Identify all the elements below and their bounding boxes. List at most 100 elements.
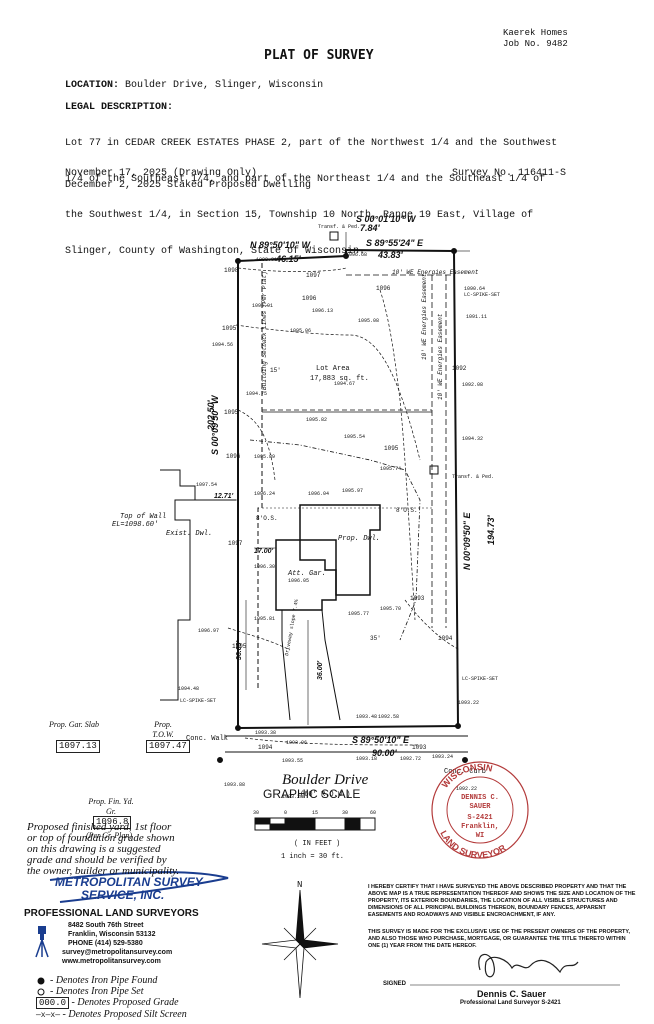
dist-bottom: 90.00' [372, 748, 398, 758]
top-of-wall-el: EL=1098.60' [112, 521, 158, 529]
legal-line: the Southwest 1/4, in Section 15, Townsh… [65, 210, 534, 221]
bearing-left: S 00°09'50" W [210, 394, 220, 455]
legend-text: - Denotes Iron Pipe Set [50, 986, 144, 997]
spot-elevation: 1095.77 [348, 611, 369, 617]
dist-top-left: 46.15' [275, 254, 302, 264]
dim-8os-right: 8'O.S. [396, 507, 418, 514]
dist-left: 202.50' [206, 399, 216, 431]
scale-ratio: 1 inch = 30 ft. [281, 853, 345, 861]
spot-elevation: 1094.48 [178, 686, 199, 692]
client-name: Kaerek Homes [503, 28, 568, 38]
iron-pipe-found [462, 757, 468, 763]
legal-line: Lot 77 in CEDAR CREEK ESTATES PHASE 2, p… [65, 138, 558, 149]
scale-unit: ( IN FEET ) [294, 840, 341, 848]
spot-elevation: 1095.70 [380, 606, 401, 612]
contour-label: 1095 [384, 445, 399, 452]
bearing-bottom: S 89°50'10" E [352, 735, 410, 745]
grade-note: Proposed finished yard, 1st floor or top… [27, 822, 179, 877]
location-value: Boulder Drive, Slinger, Wisconsin [125, 80, 324, 91]
dist-top-short: 7.84' [360, 223, 381, 233]
prop-fin-yd-value: 1096.8 [93, 816, 132, 829]
contour-label: 1095 [224, 409, 239, 416]
setback-lines [257, 263, 263, 690]
contour-label: 1093 [412, 744, 427, 751]
company-logo: METROPOLITAN SURVEY SERVICE, INC. [55, 876, 203, 902]
contour-label: 1097 [228, 540, 243, 547]
location-line: LOCATION: Boulder Drive, Slinger, Wiscon… [65, 80, 323, 92]
company-swoosh [49, 871, 229, 903]
spot-elevation: 1093.48 [356, 714, 377, 720]
exclusive-use-text: THIS SURVEY IS MADE FOR THE EXCLUSIVE US… [368, 929, 630, 949]
iron-pipe-found [235, 725, 241, 731]
contour-line [237, 409, 276, 481]
company-web: www.metropolitansurvey.com [62, 958, 161, 965]
date-drawing: November 17, 2025 (Drawing Only) [65, 168, 258, 179]
garage-label: Att. Gar. [287, 570, 326, 578]
top-of-wall-label: Top of Wall [120, 513, 166, 521]
page-title: PLAT OF SURVEY [264, 48, 374, 63]
spot-elevation: 1096.68 [346, 252, 367, 258]
spot-elevation: 1098.31 [256, 257, 277, 263]
seal-bottom: LAND SURVEYOR [438, 829, 508, 860]
signer-title: Professional Land Surveyor S-2421 [460, 1000, 561, 1006]
dim-17-00: 17.00' [254, 548, 274, 555]
bearing-top-left: N 89°50'10" W [250, 240, 312, 250]
scale-tick: 30 [253, 810, 259, 816]
dist-right: 194.73' [486, 514, 496, 545]
north-arrow [261, 889, 339, 999]
contour-label: 1096 [226, 453, 241, 460]
transformer-right-label: Transf. & Ped. [452, 474, 494, 480]
spot-elevation: 1090.64 [464, 286, 485, 292]
company-name-line2: SERVICE, INC. [81, 888, 165, 902]
scale-tick: 60 [370, 810, 376, 816]
contour-label: 1095 [222, 325, 237, 332]
spot-elevation: 1096.91 [252, 303, 273, 309]
company-address2: Franklin, Wisconsin 53132 [68, 931, 156, 938]
spot-elevation: 1093.88 [224, 782, 245, 788]
street-name: Boulder Drive [282, 772, 369, 788]
contour-line [237, 267, 347, 272]
spot-elevation: 1096.24 [254, 491, 275, 497]
contour-label: 1098 [224, 267, 239, 274]
grade-note-line: on this drawing is a suggested [27, 843, 161, 855]
dist-top-right: 43.83' [377, 250, 404, 260]
existing-dwelling [160, 469, 196, 701]
seal-state: WI [476, 832, 484, 840]
spot-elevation: 1094.56 [212, 342, 233, 348]
spot-elevation: 1095.08 [358, 318, 379, 324]
north-label: N [297, 880, 302, 890]
spot-elevation: 1095.82 [306, 417, 327, 423]
iron-pipe-set-icon [37, 988, 45, 996]
per-grading-plan: (Per Gr. Plan) [86, 831, 132, 840]
transformer-top [329, 231, 339, 241]
attached-garage [275, 539, 337, 611]
spot-elevation: 1095.97 [342, 488, 363, 494]
dwelling-label: Prop. Dwl. [338, 535, 380, 543]
spot-elevation: 1093.24 [432, 754, 453, 760]
conc-curb-label: Conc. Curb [444, 768, 486, 776]
lc-spike-top: LC-SPIKE-SET [464, 292, 500, 298]
driveway [321, 609, 341, 721]
legend-symbol: 000.0 [36, 997, 70, 1009]
surveyor-seal [431, 761, 529, 859]
spot-elevation: 1096.05 [288, 578, 309, 584]
job-number: Job No. 9482 [503, 39, 568, 49]
legend-item: - Denotes Iron Pipe Found [36, 975, 187, 986]
legal-line: Slinger, County of Washington, State of … [65, 246, 366, 257]
proposed-dwelling [299, 504, 381, 596]
spot-elevation: 1095.89 [254, 454, 275, 460]
certification-text: I HEREBY CERTIFY THAT I HAVE SURVEYED TH… [368, 884, 636, 918]
spot-elevation: 1094.67 [334, 381, 355, 387]
prop-gar-slab-value: 1097.13 [56, 740, 100, 753]
conc-walk-label: Conc. Walk [186, 735, 228, 743]
spot-elevation: 1095.74 [380, 466, 401, 472]
prop-fin-yd-label: Prop. Fin. Yd. Gr. [88, 797, 134, 816]
spot-elevation: 1095.54 [344, 434, 365, 440]
driveway [281, 610, 291, 721]
contour-label: 1094 [258, 744, 273, 751]
legend-item: 000.0 - Denotes Proposed Grade [36, 997, 187, 1009]
grade-note-line: Proposed finished yard, 1st floor [27, 821, 172, 833]
legal-description: Lot 77 in CEDAR CREEK ESTATES PHASE 2, p… [65, 114, 557, 270]
dim-8os-left: 8'O.S. [256, 515, 278, 522]
